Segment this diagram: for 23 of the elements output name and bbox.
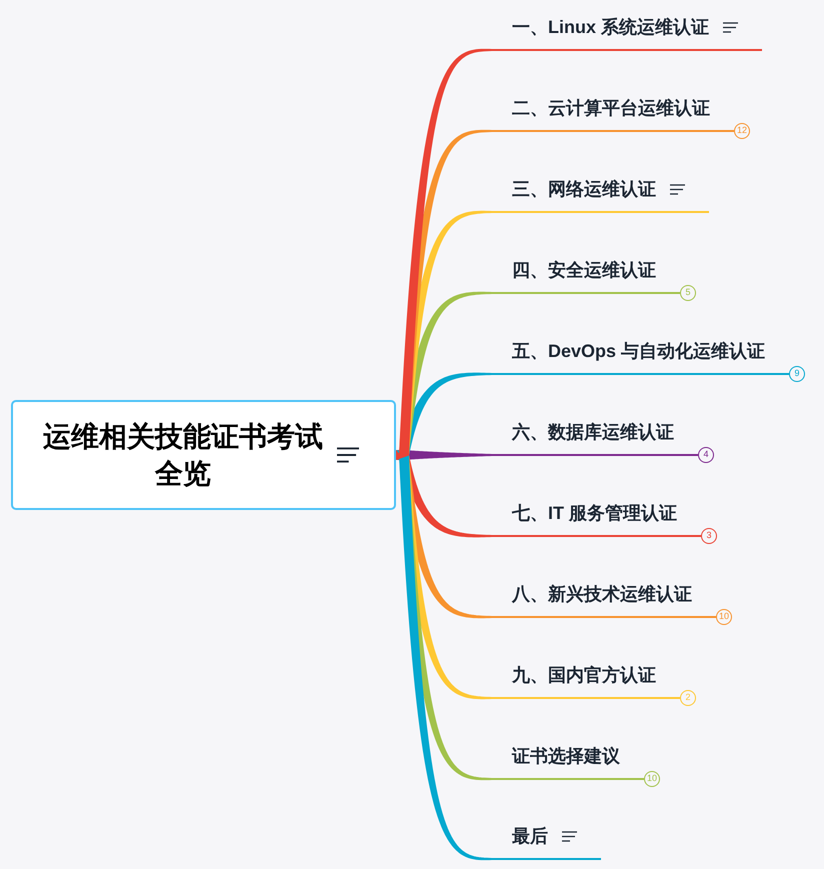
topic-label: 最后 — [512, 825, 548, 848]
topic-label: 证书选择建议 — [512, 745, 620, 768]
branch-connector — [396, 48, 492, 460]
child-count-circle: 10 — [716, 609, 732, 625]
topic-label: 六、数据库运维认证 — [512, 421, 674, 444]
branch-connector — [396, 450, 492, 860]
topic-label: 七、IT 服务管理认证 — [512, 502, 677, 525]
topic-label: 八、新兴技术运维认证 — [512, 583, 692, 606]
child-count-circle: 5 — [680, 285, 696, 301]
topic-title: 运维相关技能证书考试全览 — [42, 420, 324, 491]
topic-label: 二、云计算平台运维认证 — [512, 97, 710, 120]
child-count-circle: 10 — [644, 771, 660, 787]
child-count-circle: 3 — [701, 528, 717, 544]
child-count-circle: 4 — [698, 447, 714, 463]
topic-label: 四、安全运维认证 — [512, 259, 656, 282]
topic-label: 一、Linux 系统运维认证 — [512, 16, 709, 39]
topic-label: 九、国内官方认证 — [512, 664, 656, 687]
topic-label: 三、网络运维认证 — [512, 178, 656, 201]
child-count-circle: 2 — [680, 690, 696, 706]
child-count-circle: 12 — [734, 123, 750, 139]
topic-label: 五、DevOps 与自动化运维认证 — [512, 340, 766, 363]
child-count-circle: 9 — [789, 366, 806, 382]
central-topic — [11, 400, 396, 510]
